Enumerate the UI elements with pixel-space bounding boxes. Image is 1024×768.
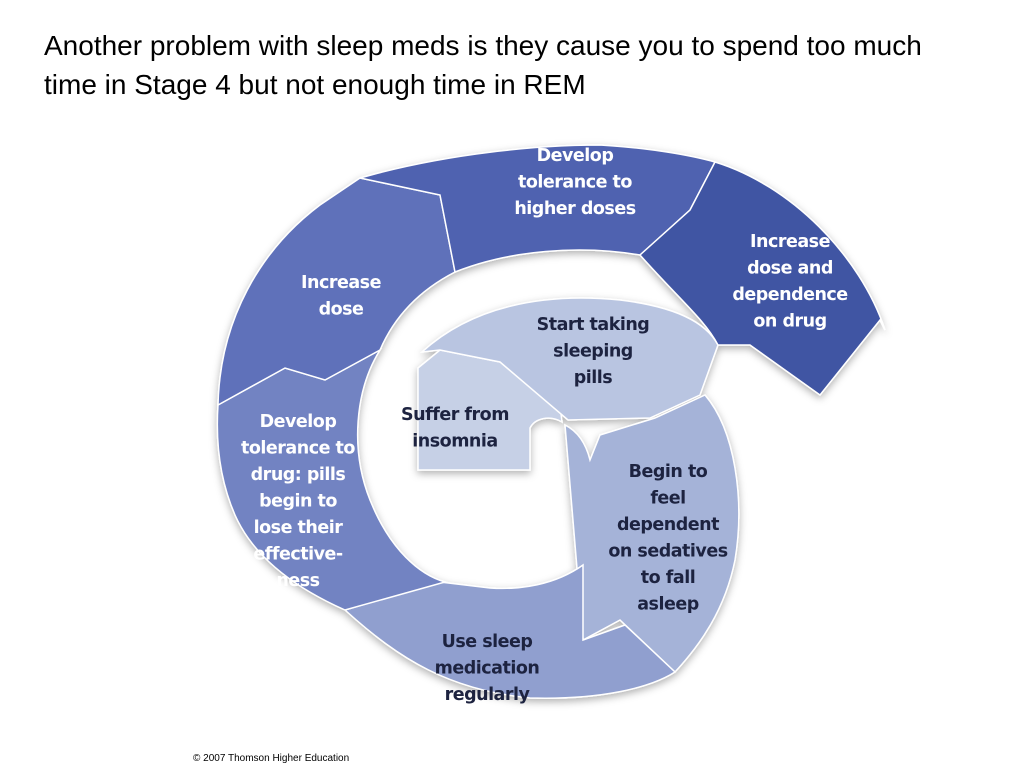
label-line: Begin to bbox=[629, 462, 708, 482]
label-develop-tolerance-to-drug: Develop tolerance to drug: pills begin to lo… bbox=[241, 412, 355, 591]
label-line: Start taking bbox=[537, 315, 650, 335]
label-line: lose their bbox=[254, 518, 344, 538]
label-line: Increase bbox=[750, 232, 831, 252]
label-start-taking-sleeping-pills: Start taking sleeping pills bbox=[537, 315, 650, 388]
label-line: higher doses bbox=[514, 199, 635, 219]
label-line: Use sleep bbox=[442, 632, 533, 652]
label-line: on drug bbox=[753, 312, 826, 332]
label-line: medication bbox=[435, 659, 540, 679]
label-line: Increase bbox=[301, 273, 382, 293]
label-line: tolerance to bbox=[241, 439, 355, 459]
label-line: Develop bbox=[537, 146, 614, 166]
label-line: Develop bbox=[260, 412, 337, 432]
label-line: dependence bbox=[732, 285, 848, 305]
label-line: insomnia bbox=[412, 432, 497, 452]
segment-begin-to-feel-dependent bbox=[564, 394, 740, 674]
segment-develop-tolerance-to-drug bbox=[216, 347, 448, 611]
segment-increase-dose bbox=[217, 177, 456, 407]
label-line: ness bbox=[276, 571, 319, 591]
label-develop-tolerance-to-higher-doses: Develop tolerance to higher doses bbox=[514, 146, 635, 219]
label-line: dose and bbox=[747, 259, 833, 279]
label-line: dependent bbox=[617, 515, 719, 535]
label-line: pills bbox=[574, 368, 613, 388]
label-line: asleep bbox=[637, 595, 699, 615]
label-line: feel bbox=[650, 489, 685, 509]
label-increase-dose-and-dependence: Increase dose and dependence on drug bbox=[732, 232, 848, 332]
label-line: Suffer from bbox=[401, 405, 509, 425]
copyright-notice: © 2007 Thomson Higher Education bbox=[193, 753, 350, 764]
label-line: sleeping bbox=[553, 342, 633, 362]
label-line: regularly bbox=[445, 685, 531, 705]
segment-increase-dose-and-dependence bbox=[638, 161, 886, 397]
label-begin-to-feel-dependent: Begin to feel dependent on sedatives to fall… bbox=[608, 462, 727, 615]
label-line: dose bbox=[319, 300, 364, 320]
label-line: tolerance to bbox=[518, 173, 632, 193]
segment-develop-tolerance-to-higher-doses bbox=[359, 144, 717, 274]
segment-use-sleep-medication-regularly bbox=[343, 563, 677, 699]
label-suffer-from-insomnia: Suffer from insomnia bbox=[401, 405, 509, 452]
slide-title: Another problem with sleep meds is they … bbox=[44, 30, 922, 100]
label-line: to fall bbox=[641, 568, 695, 588]
label-use-sleep-medication-regularly: Use sleep medication regularly bbox=[435, 632, 540, 705]
label-increase-dose: Increase dose bbox=[301, 273, 382, 320]
label-line: begin to bbox=[259, 492, 337, 512]
label-line: on sedatives bbox=[608, 542, 727, 562]
label-line: effective- bbox=[253, 545, 342, 565]
label-line: drug: pills bbox=[251, 465, 346, 485]
